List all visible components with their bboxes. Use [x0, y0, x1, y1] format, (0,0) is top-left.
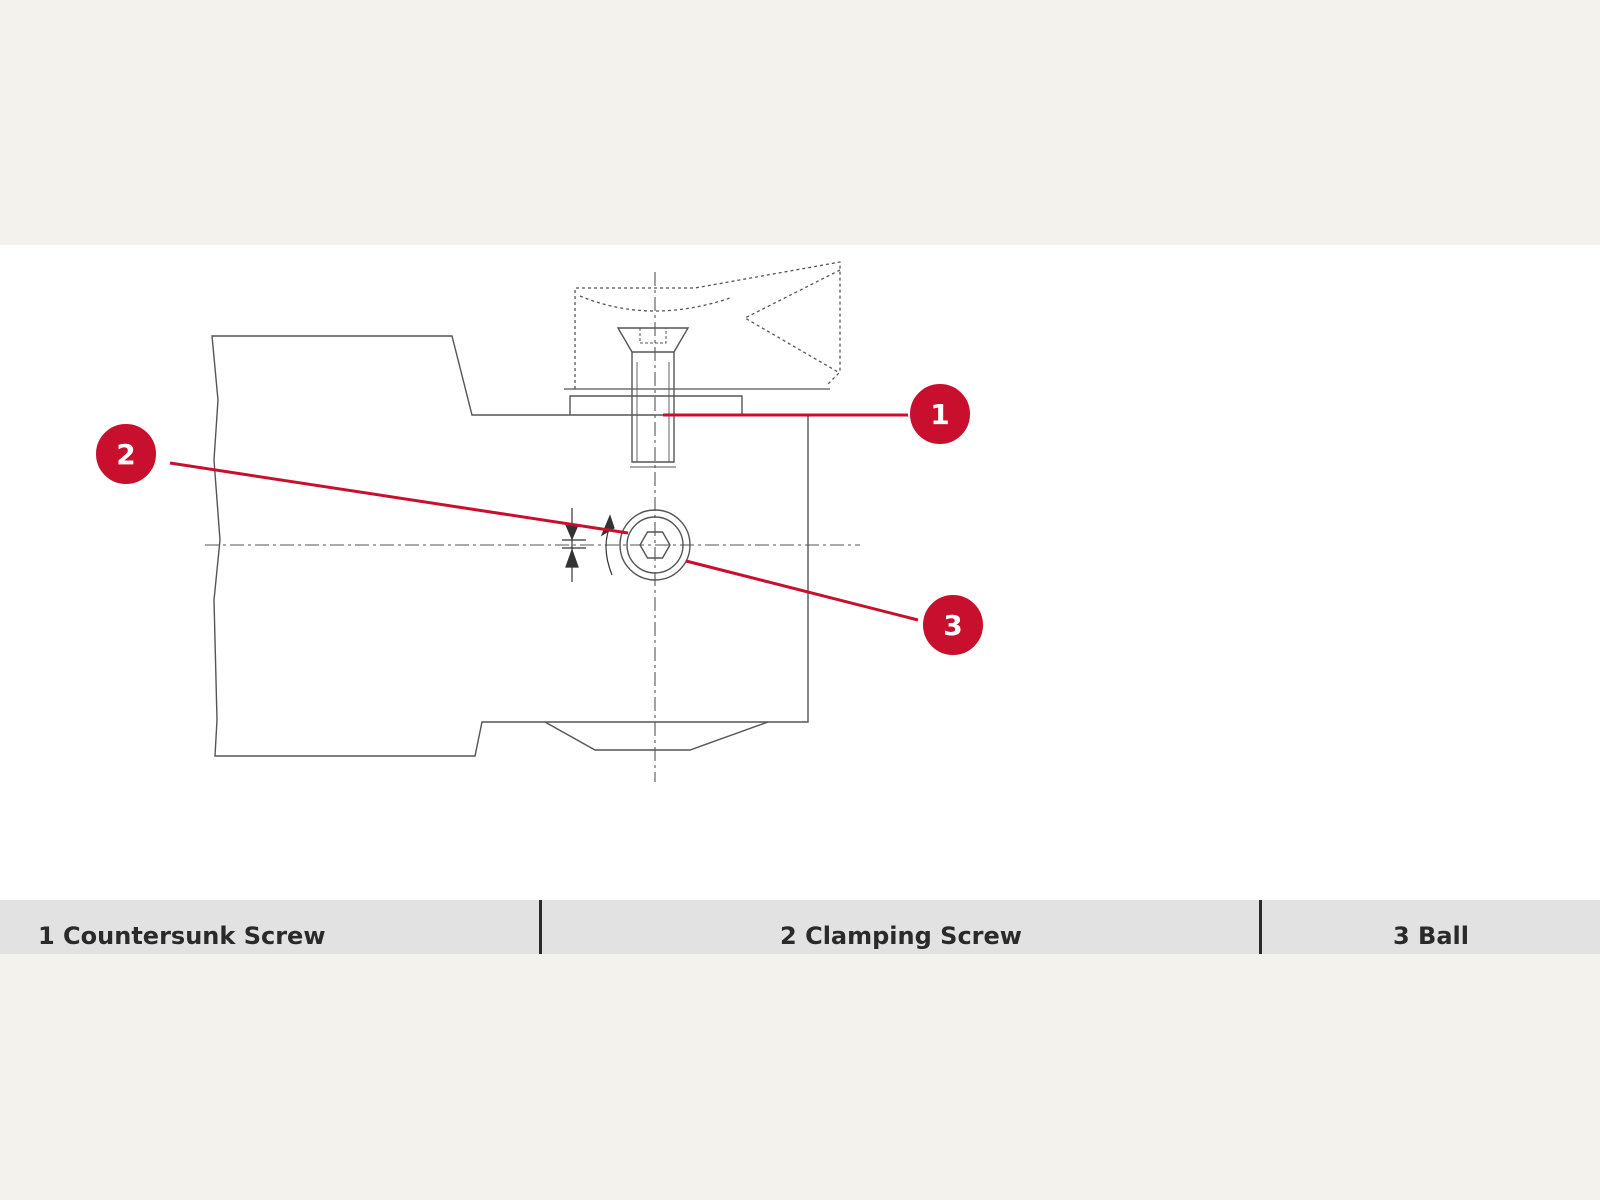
- legend-item-countersunk-screw: 1 Countersunk Screw: [38, 922, 326, 950]
- callout-badge-2: 2: [94, 422, 158, 486]
- top-plate: [569, 395, 743, 415]
- callout-badge-3: 3: [921, 593, 985, 657]
- legend-bar: 1 Countersunk Screw 2 Clamping Screw 3 B…: [0, 900, 1600, 954]
- callout-number-2: 2: [116, 438, 135, 471]
- legend-item-ball: 3 Ball: [1393, 922, 1469, 950]
- callout-leaders: [169, 413, 919, 622]
- callout-badge-1: 1: [908, 382, 972, 446]
- technical-drawing: 1 2 3: [94, 261, 985, 782]
- callout-number-1: 1: [930, 398, 949, 431]
- clamping-screw-ball: [619, 509, 691, 581]
- legend-divider-2: [1259, 900, 1262, 954]
- callout-number-3: 3: [943, 609, 962, 642]
- main-body-outline: [211, 335, 809, 757]
- countersunk-screw: [616, 327, 690, 468]
- legend-item-clamping-screw: 2 Clamping Screw: [780, 922, 1022, 950]
- tool-outline-dashed: [574, 261, 841, 389]
- bottom-protrusion: [544, 721, 769, 751]
- technical-drawing-panel: 1 2 3: [0, 245, 1600, 900]
- legend-divider-1: [539, 900, 542, 954]
